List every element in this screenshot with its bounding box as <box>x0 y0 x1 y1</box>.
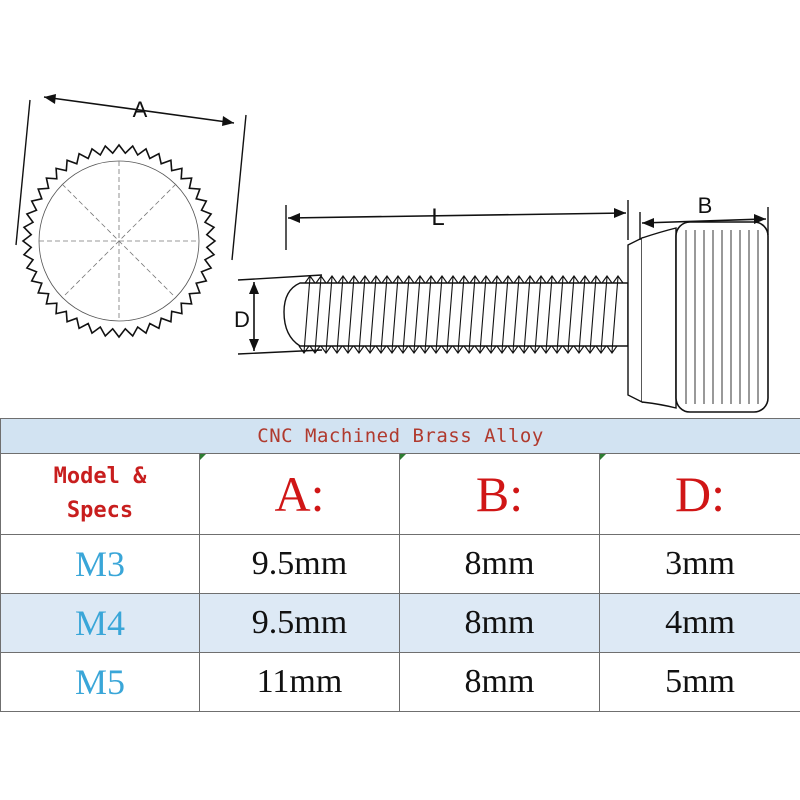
model-cell: M4 <box>0 593 200 653</box>
b-cell: 8mm <box>399 652 600 712</box>
header-row: Model & Specs A: B: D: <box>0 453 800 535</box>
model-cell: M5 <box>0 652 200 712</box>
b-cell: 8mm <box>399 534 600 594</box>
knurled-head-top-view: A <box>15 94 247 339</box>
d-cell: 5mm <box>598 652 800 712</box>
table-row: M4 9.5mm 8mm 4mm <box>0 593 800 653</box>
a-cell: 9.5mm <box>199 534 400 594</box>
d-cell: 4mm <box>598 593 800 653</box>
label-a: A <box>133 97 148 122</box>
b-header: B: <box>399 453 600 535</box>
a-cell: 9.5mm <box>199 593 400 653</box>
d-header-colon: : <box>711 466 726 522</box>
table-row: M3 9.5mm 8mm 3mm <box>0 534 800 594</box>
a-header: A: <box>199 453 400 535</box>
b-header-colon: : <box>509 466 524 522</box>
d-header: D: <box>598 453 800 535</box>
b-header-letter: B <box>475 466 510 522</box>
d-header-letter: D <box>675 466 712 522</box>
label-b: B <box>698 193 713 218</box>
model-cell: M3 <box>0 534 200 594</box>
thumb-screw-technical-drawing: A L B D <box>15 94 769 413</box>
a-header-colon: : <box>310 466 325 522</box>
model-header-line2: Specs <box>66 498 134 523</box>
model-header-line1: Model & <box>53 464 147 489</box>
model-header: Model & Specs <box>0 453 200 535</box>
spec-table: CNC Machined Brass Alloy Model & Specs A… <box>0 418 800 712</box>
a-header-letter: A <box>274 466 311 522</box>
a-cell: 11mm <box>199 652 400 712</box>
b-cell: 8mm <box>399 593 600 653</box>
caption-row: CNC Machined Brass Alloy <box>0 418 800 454</box>
label-l: L <box>431 204 444 231</box>
table-caption: CNC Machined Brass Alloy <box>0 418 800 454</box>
table-row: M5 11mm 8mm 5mm <box>0 652 800 712</box>
d-cell: 3mm <box>598 534 800 594</box>
label-d: D <box>234 307 250 332</box>
screw-side-view: L B D <box>234 193 769 413</box>
